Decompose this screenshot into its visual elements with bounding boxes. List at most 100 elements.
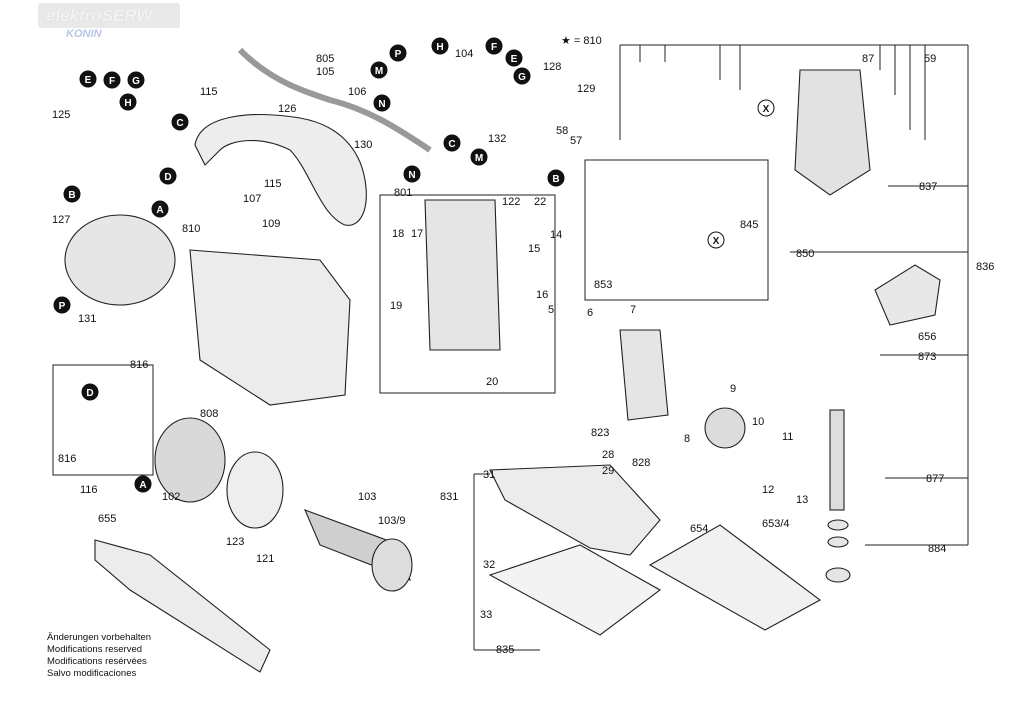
part-label-122: 122: [502, 196, 520, 208]
part-label-653-4: 653/4: [762, 518, 790, 530]
marker-D2: D: [81, 383, 99, 401]
marker-letter-X1: X: [763, 104, 770, 115]
marker-F1: F: [103, 71, 121, 89]
part-label-835: 835: [496, 644, 514, 656]
part-label-132: 132: [488, 133, 506, 145]
marker-D1: D: [159, 167, 177, 185]
part-label-128: 128: [543, 61, 561, 73]
part-label-106: 106: [348, 86, 366, 98]
note-en: Modifications reserved: [47, 644, 143, 655]
marker-circle-P2: [53, 296, 71, 314]
marker-letter-P2: P: [59, 301, 66, 312]
plunger-part: [829, 409, 845, 511]
part-label-656: 656: [918, 331, 936, 343]
part-label-9: 9: [730, 383, 736, 395]
part-label-810top: ★ = 810: [561, 35, 602, 47]
marker-letter-C2: C: [448, 139, 455, 150]
marker-letter-N1: N: [378, 99, 385, 110]
base-plate-part: [489, 464, 661, 556]
marker-B1: B: [63, 185, 81, 203]
armature-fan: [371, 538, 413, 592]
part-label-884: 884: [928, 543, 946, 555]
part-label-127: 127: [52, 214, 70, 226]
part-label-12: 12: [762, 484, 774, 496]
part-label-131: 131: [78, 313, 96, 325]
marker-G1: G: [127, 71, 145, 89]
box-801: [379, 194, 556, 394]
watermark-logo: elektroSERW: [38, 3, 180, 28]
part-label-58: 58: [556, 125, 568, 137]
part-label-15: 15: [528, 243, 540, 255]
part-label-115a: 115: [200, 86, 218, 98]
marker-letter-E1: E: [85, 75, 92, 86]
marker-letter-D2: D: [86, 388, 93, 399]
part-label-877: 877: [926, 473, 944, 485]
marker-circle-D2: [81, 383, 99, 401]
part-label-655: 655: [98, 513, 116, 525]
marker-letter-D1: D: [164, 172, 171, 183]
cover-part: [874, 264, 941, 326]
part-label-103-9: 103/9: [378, 515, 406, 527]
part-label-33: 33: [480, 609, 492, 621]
marker-P1: P: [389, 44, 407, 62]
fan-plate-part: [226, 451, 284, 529]
part-label-18: 18: [392, 228, 404, 240]
part-label-810: 810: [182, 223, 200, 235]
part-label-103: 103: [358, 491, 376, 503]
motor-housing-part: [64, 214, 176, 306]
part-label-850: 850: [796, 248, 814, 260]
marker-H1: H: [119, 93, 137, 111]
box-816: [52, 364, 154, 476]
marker-circle-P1: [389, 44, 407, 62]
part-label-109: 109: [262, 218, 280, 230]
gearbox-plate-part: [424, 199, 501, 351]
splinter-guard-part: [648, 524, 822, 631]
note-fr: Modifications resérvées: [47, 656, 147, 667]
marker-E1: E: [79, 70, 97, 88]
marker-G2: G: [513, 67, 531, 85]
marker-letter-F1: F: [109, 76, 115, 87]
marker-C2: C: [443, 134, 461, 152]
marker-circle-A1: [151, 200, 169, 218]
part-label-6: 6: [587, 307, 593, 319]
marker-circle-D1: [159, 167, 177, 185]
part-label-873: 873: [918, 351, 936, 363]
marker-letter-A2: A: [139, 480, 146, 491]
marker-letter-C1: C: [176, 118, 183, 129]
marker-circle-B1: [63, 185, 81, 203]
marker-circle-F2: [485, 37, 503, 55]
marker-letter-M2: M: [475, 153, 483, 164]
note-de: Änderungen vorbehalten: [47, 632, 152, 643]
watermark-city: KONIN: [66, 28, 102, 40]
marker-F2: F: [485, 37, 503, 55]
part-label-654: 654: [690, 523, 708, 535]
guide-part: [619, 329, 669, 421]
marker-circle-G2: [513, 67, 531, 85]
part-label-31: 31: [483, 469, 495, 481]
box-853: [584, 159, 769, 301]
part-label-19: 19: [390, 300, 402, 312]
part-label-107: 107: [243, 193, 261, 205]
part-label-828: 828: [632, 457, 650, 469]
marker-M1: M: [370, 61, 388, 79]
power-cable: [237, 47, 432, 153]
marker-letter-H1: H: [124, 98, 131, 109]
part-label-28: 28: [602, 449, 614, 461]
part-label-123: 123: [226, 536, 244, 548]
dust-tube-part: [94, 539, 271, 673]
part-label-836: 836: [976, 261, 994, 273]
marker-letter-G2: G: [518, 72, 526, 83]
part-label-125: 125: [52, 109, 70, 121]
part-label-121: 121: [256, 553, 274, 565]
part-label-805: 805: [316, 53, 334, 65]
part-label-129: 129: [577, 83, 595, 95]
marker-letter-F2: F: [491, 42, 497, 53]
part-label-115b: 115: [264, 178, 282, 190]
part-label-7: 7: [630, 304, 636, 316]
marker-H2: H: [431, 37, 449, 55]
part-label-105: 105: [316, 66, 334, 78]
part-label-130: 130: [354, 139, 372, 151]
part-label-10: 10: [752, 416, 764, 428]
